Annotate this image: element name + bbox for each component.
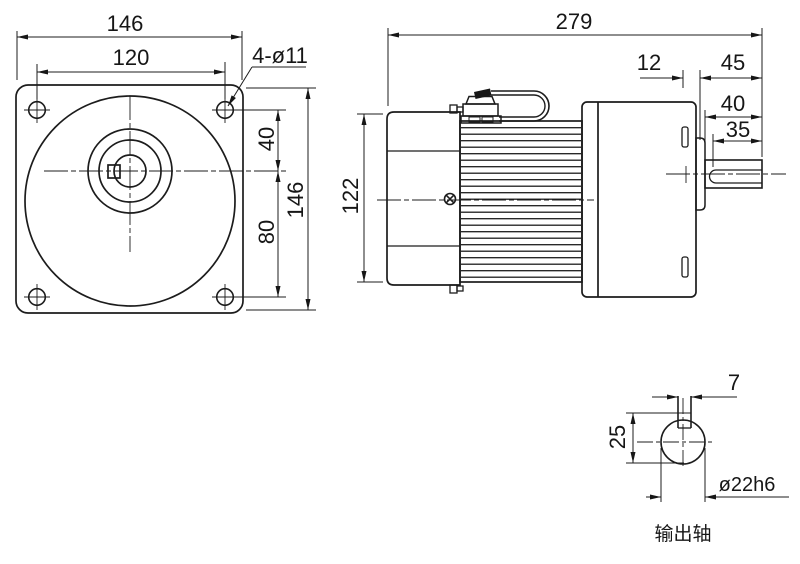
dim-shaft-length: 40	[721, 91, 745, 116]
dim-center-bottom: 80	[254, 220, 279, 244]
dim-bolt-spacing: 120	[113, 45, 150, 70]
side-view-centerlines	[377, 166, 786, 201]
flange-outline	[15, 84, 244, 314]
terminal-box	[460, 95, 502, 124]
dim-face-offset: 12	[637, 50, 661, 75]
dim-keyway-length: 35	[726, 117, 750, 142]
detail-caption: 输出轴	[654, 523, 711, 545]
fan-cover	[386, 111, 461, 286]
dim-bolt-holes: 4-ø11	[252, 43, 308, 68]
power-cable	[474, 88, 550, 122]
dim-shaft-total: 45	[721, 50, 745, 75]
dim-total-length: 279	[556, 9, 593, 34]
input-shaft-key	[107, 164, 121, 179]
gearbox	[581, 101, 706, 298]
dim-shaft-diameter: ø22h6	[719, 474, 776, 496]
flange-centerlines	[44, 96, 288, 252]
dim-flat-height: 25	[605, 425, 630, 449]
cooling-fins	[461, 124, 581, 279]
detail-dimensions	[626, 394, 789, 502]
motor-side-view: 279 122 12 45 40 35	[338, 9, 786, 298]
flange-front-view: 146 120 4-ø11 40 80 146	[15, 11, 316, 314]
output-shaft-detail-view: 7 25 ø22h6 输出轴	[605, 370, 789, 545]
cable-loop-outer	[491, 90, 550, 122]
flange-dimensions	[16, 31, 316, 311]
drain-screw	[443, 192, 457, 206]
flange-square	[15, 84, 244, 314]
side-view-dimensions	[357, 28, 763, 283]
dim-body-height: 122	[338, 178, 363, 215]
flange-bolt-holes	[24, 97, 238, 310]
bolt-hole-leader	[227, 66, 306, 107]
cable-connector	[474, 88, 492, 99]
bolt-hole-center-marks	[24, 97, 238, 310]
dim-flange-height: 146	[283, 182, 308, 219]
dim-center-top: 40	[254, 127, 279, 151]
output-hub	[695, 137, 706, 211]
motor-finned-body	[459, 120, 583, 283]
dim-flange-width: 146	[107, 11, 144, 36]
shaft-keyway-slot	[708, 169, 762, 184]
dim-key-width: 7	[728, 370, 740, 395]
cable-loop-inner	[491, 94, 546, 118]
detail-centerlines	[637, 398, 712, 467]
